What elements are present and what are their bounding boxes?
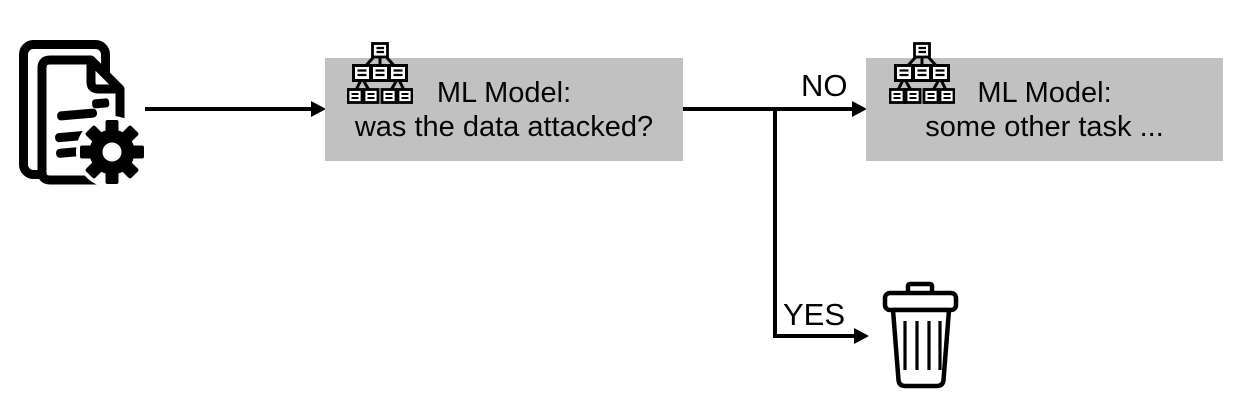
trash-body [890, 307, 952, 389]
detector-box-question: was the data attacked? [354, 110, 654, 143]
other-task-box-title: ML Model: [977, 76, 1112, 109]
other-task-box-subtitle: some other task ... [925, 110, 1164, 143]
yes-branch-label: YES [783, 297, 846, 332]
arrowhead-to-detector [311, 101, 326, 117]
decision-tree-icon [889, 42, 955, 104]
decision-tree-icon [347, 42, 413, 104]
trash-lid [882, 290, 959, 313]
arrowhead-no [852, 101, 867, 117]
arrowhead-yes [854, 328, 869, 344]
arrow-yes-branch [773, 109, 854, 338]
trash-ribs [903, 321, 942, 370]
detector-box-title: ML Model: [436, 76, 572, 109]
no-branch-label: NO [801, 68, 848, 103]
trash-icon [882, 281, 959, 389]
gear-icon [76, 116, 147, 186]
ml-model-detector-box: ML Model: was the data attacked? [325, 58, 683, 161]
document-gear-icon [19, 40, 147, 186]
